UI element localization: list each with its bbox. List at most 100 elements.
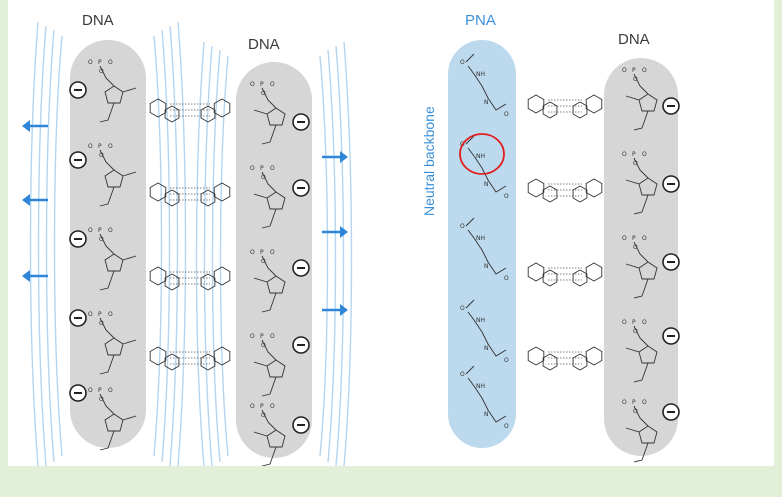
atom-label: O <box>108 143 113 150</box>
atom-label: O <box>622 151 627 158</box>
hydrogen-bonds <box>548 99 582 113</box>
backbone-bond <box>261 292 277 313</box>
atom-label: O <box>460 371 465 378</box>
atom-label: P <box>260 333 264 340</box>
atom-label: O <box>99 236 104 243</box>
glycosidic-bond <box>625 263 640 269</box>
atom-label: O <box>250 333 255 340</box>
base-ring <box>527 262 558 287</box>
glycosidic-bond <box>122 255 137 261</box>
backbone-bond <box>261 124 277 145</box>
field-line <box>335 45 345 466</box>
atom-label: P <box>98 143 102 150</box>
electrostatic-field-lines <box>29 21 353 466</box>
base-ring <box>149 98 180 123</box>
glycosidic-bond <box>122 171 137 177</box>
atom-label: O <box>270 333 275 340</box>
glycosidic-bond <box>625 179 640 185</box>
hydrogen-bonds <box>170 187 210 201</box>
pna-label: PNA <box>465 12 496 29</box>
field-line <box>161 29 171 463</box>
atom-label: P <box>260 249 264 256</box>
base-ring <box>527 94 558 119</box>
atom-label: O <box>99 396 104 403</box>
glycosidic-bond <box>253 361 268 367</box>
atom-label: N <box>484 181 489 188</box>
atom-label: O <box>622 399 627 406</box>
atom-label: O <box>99 320 104 327</box>
field-line <box>45 29 55 463</box>
atom-label: O <box>504 275 509 282</box>
base-ring <box>572 178 603 203</box>
base-pair-structures <box>149 94 603 371</box>
backbone-bond <box>99 65 115 87</box>
neutral-backbone-label: Neutral backbone <box>421 106 437 216</box>
atom-label: O <box>270 403 275 410</box>
atom-label: NH <box>476 317 485 324</box>
repulsion-arrow-head <box>22 194 30 206</box>
field-line <box>327 49 337 463</box>
atom-label: O <box>642 67 647 74</box>
atom-label: P <box>98 59 102 66</box>
atom-label: P <box>632 151 636 158</box>
base-ring <box>527 346 558 371</box>
atom-label: N <box>484 345 489 352</box>
backbone-bond <box>99 102 115 123</box>
backbone-bond <box>261 255 277 277</box>
atom-label: O <box>642 399 647 406</box>
pna-backbone-bond <box>465 53 507 111</box>
backbone-bond <box>633 157 649 179</box>
hydrogen-bonds <box>170 351 210 365</box>
repulsion-arrow-head <box>340 151 348 163</box>
field-line <box>195 41 205 466</box>
atom-label: P <box>260 81 264 88</box>
atom-label: NH <box>476 383 485 390</box>
atom-label: P <box>632 319 636 326</box>
atom-label: O <box>460 223 465 230</box>
dna-right-label: DNA <box>618 31 650 48</box>
atom-label: O <box>108 59 113 66</box>
atom-label: N <box>484 263 489 270</box>
atom-label: O <box>633 408 638 415</box>
glycosidic-bond <box>253 193 268 199</box>
atom-label: O <box>88 143 93 150</box>
field-line <box>53 35 63 457</box>
field-line <box>169 25 179 466</box>
atom-label: O <box>622 67 627 74</box>
repulsion-arrow-head <box>340 304 348 316</box>
backbone-bond <box>261 208 277 229</box>
glycosidic-bond <box>625 347 640 353</box>
atom-label: O <box>108 311 113 318</box>
repulsion-arrows <box>22 120 348 316</box>
field-line <box>319 55 329 457</box>
atom-label: O <box>108 387 113 394</box>
atom-label: O <box>270 249 275 256</box>
atom-label: O <box>270 165 275 172</box>
pna-backbone-bond <box>465 217 507 275</box>
atom-label: O <box>250 81 255 88</box>
field-line <box>153 35 163 457</box>
backbone-bond <box>261 446 277 466</box>
atom-label: O <box>622 319 627 326</box>
atom-label: NH <box>476 235 485 242</box>
atom-label: O <box>504 111 509 118</box>
atom-label: N <box>484 411 489 418</box>
backbone-bond <box>261 376 277 397</box>
backbone-bond <box>633 110 649 131</box>
field-line <box>219 55 229 457</box>
dna-middle-label: DNA <box>248 36 280 53</box>
field-line <box>211 49 221 463</box>
atom-label: O <box>250 165 255 172</box>
backbone-bond <box>99 354 115 375</box>
repulsion-arrow-head <box>340 226 348 238</box>
atom-label: O <box>622 235 627 242</box>
glycosidic-bond <box>122 339 137 345</box>
field-line <box>177 21 187 466</box>
atom-label: P <box>632 235 636 242</box>
pna-backbone-bond <box>465 299 507 357</box>
backbone-bond <box>99 270 115 291</box>
